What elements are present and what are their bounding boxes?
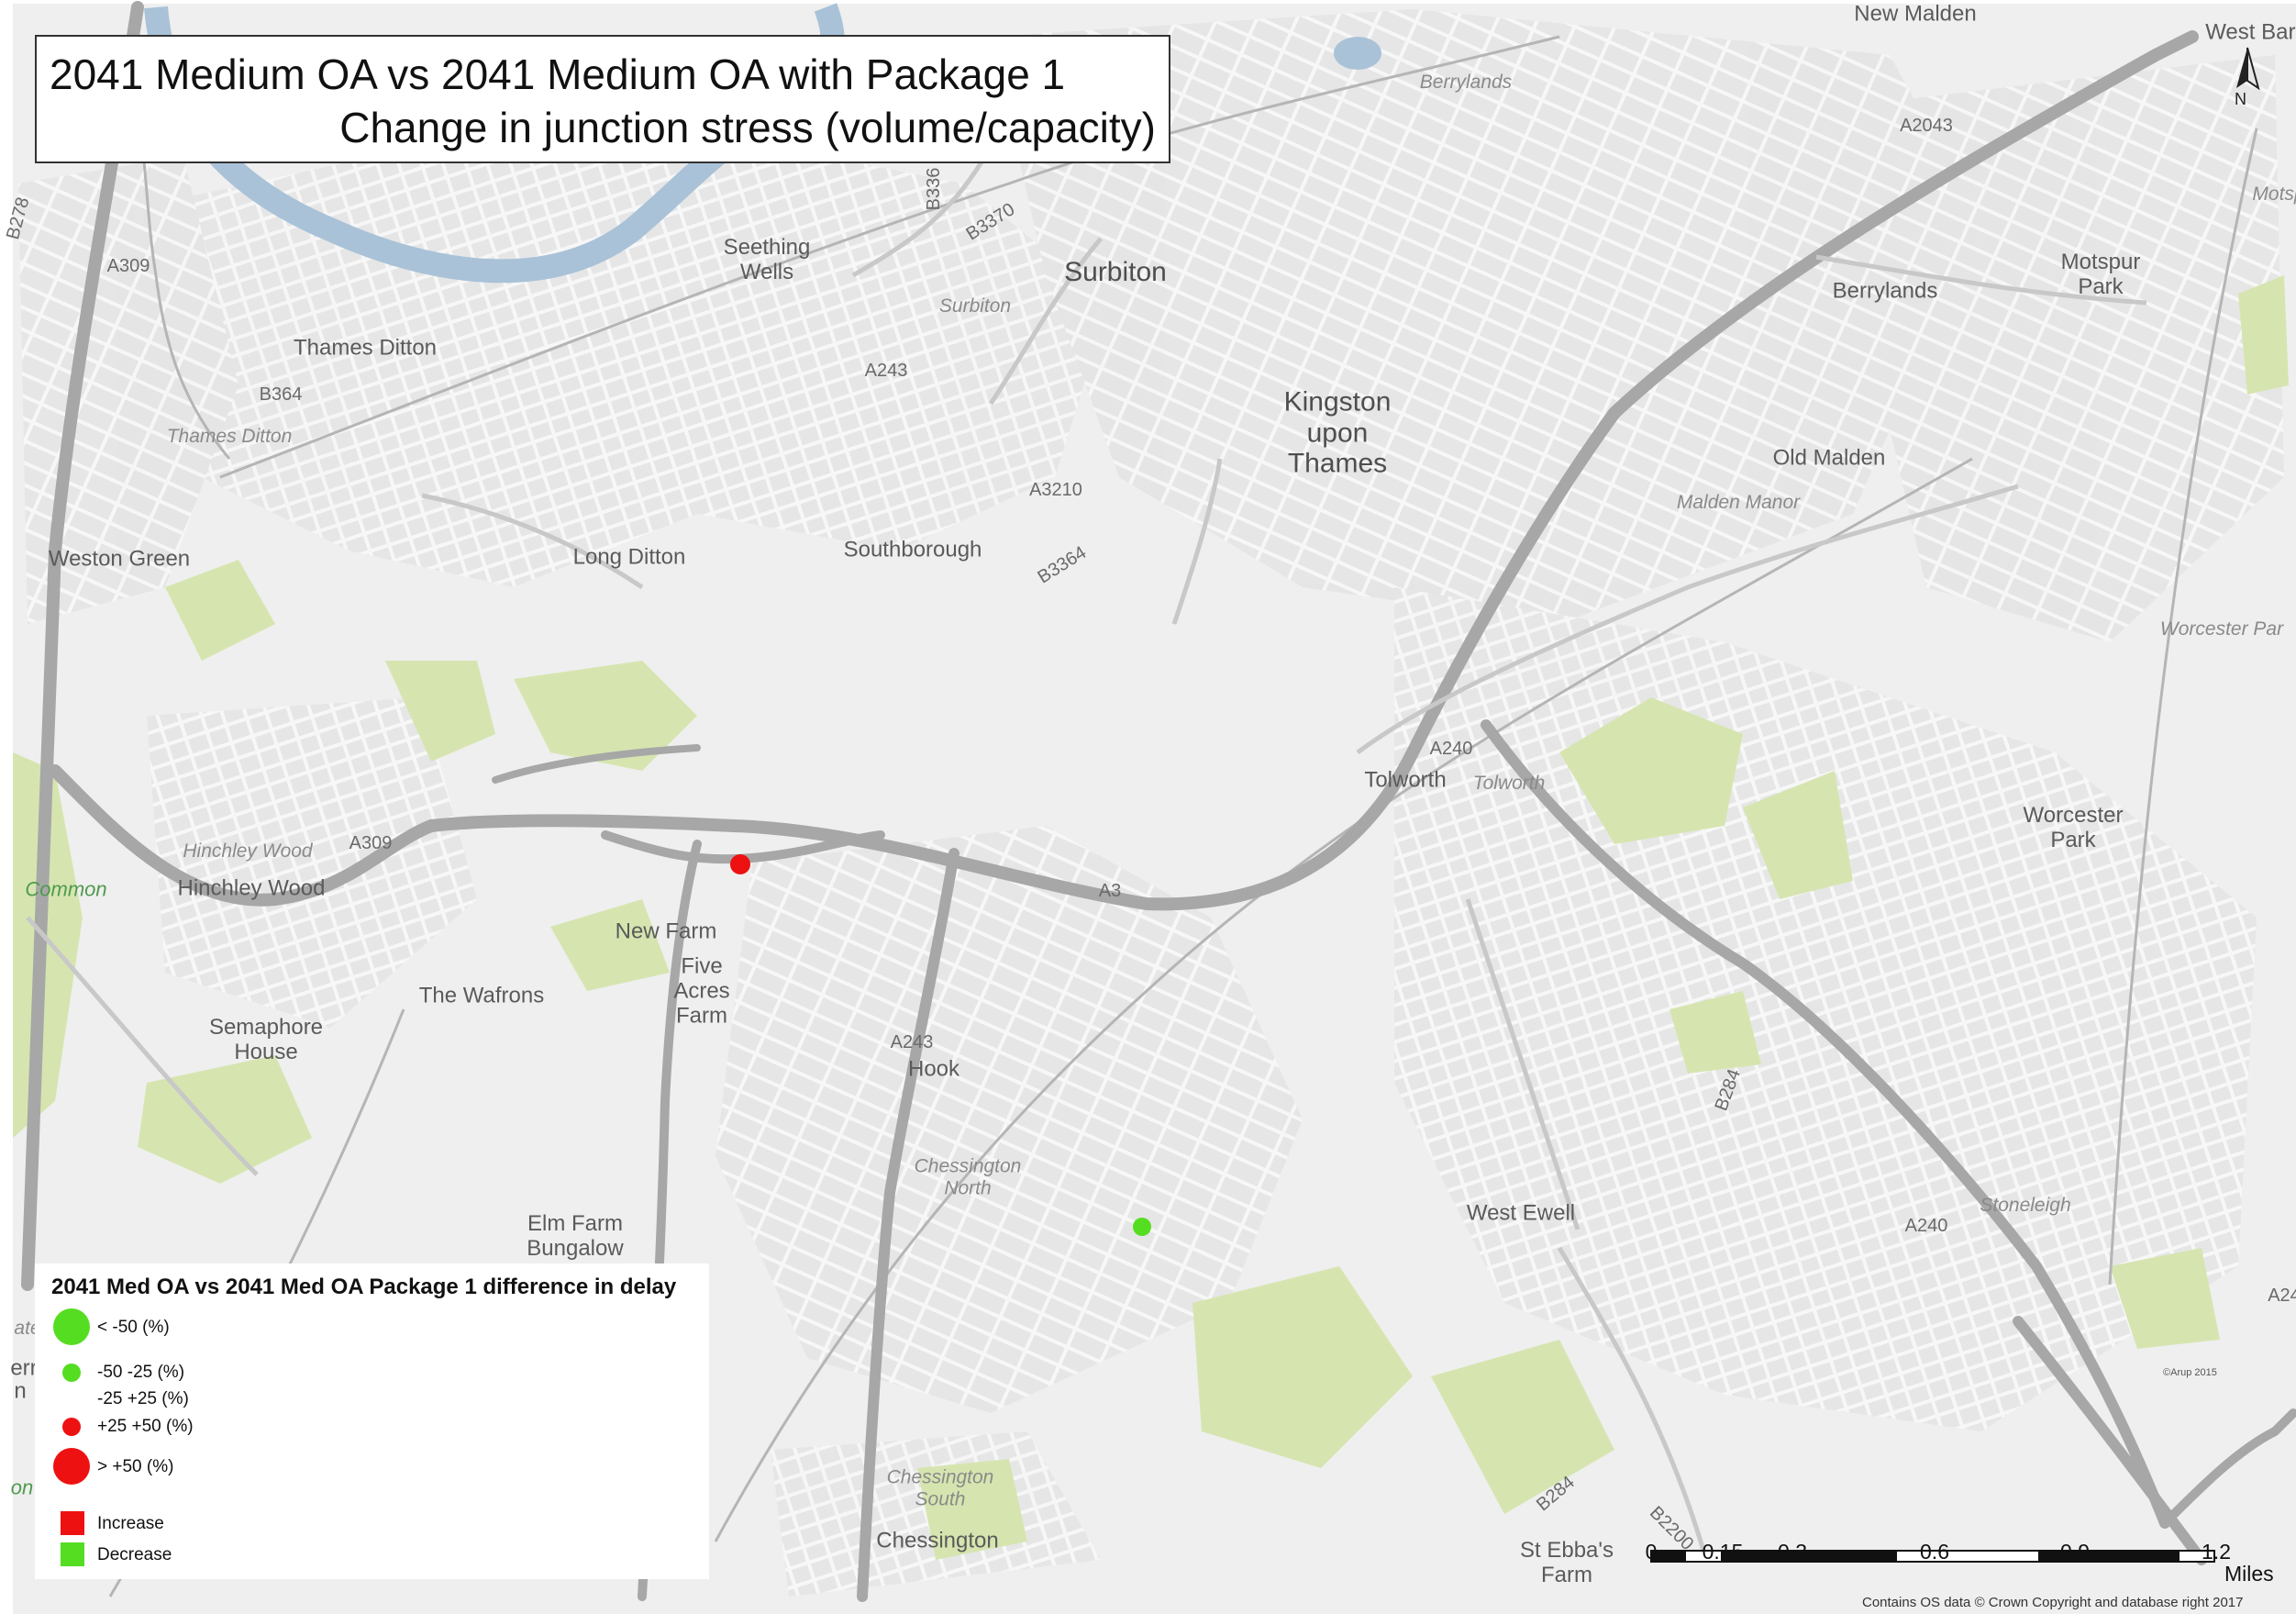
road-label: A3	[1098, 880, 1122, 901]
place-label: Elm Farm Bungalow	[527, 1211, 624, 1261]
north-label: N	[2235, 90, 2246, 108]
place-label: Long Ditton	[572, 544, 686, 570]
road-label: B336	[923, 167, 944, 211]
place-label: ate	[14, 1318, 41, 1340]
scale-tick: 0.3	[1778, 1540, 1807, 1564]
legend-label: < -50 (%)	[97, 1318, 170, 1337]
place-label: Seething Wells	[723, 235, 811, 284]
place-label: New Malden	[1854, 1, 1977, 27]
place-label: Weston Green	[48, 546, 191, 572]
place-label: Hinchley Wood	[183, 840, 313, 863]
arup-credit: ©Arup 2015	[2163, 1367, 2217, 1378]
place-label: Chessington North	[914, 1155, 1022, 1198]
scale-tick: 0.6	[1920, 1540, 1949, 1564]
place-label: The Wafrons	[418, 983, 545, 1008]
legend-symbol-decrease	[61, 1542, 84, 1566]
legend-symbol-small-green	[62, 1364, 81, 1382]
scale-unit: Miles	[2224, 1562, 2274, 1586]
place-label: n	[14, 1378, 27, 1404]
junction-marker-decrease[interactable]	[1133, 1218, 1151, 1236]
legend-symbol-small-red	[62, 1418, 81, 1436]
road-label: A24	[2268, 1285, 2296, 1306]
road-label: A2043	[1900, 115, 1953, 136]
map-title-box: 2041 Medium OA vs 2041 Medium OA with Pa…	[35, 35, 1170, 163]
road-label: A243	[890, 1031, 934, 1052]
north-arrow-icon	[2236, 47, 2260, 91]
place-label: Stoneleigh	[1980, 1195, 2071, 1217]
place-label: New Farm	[615, 918, 717, 944]
junction-marker-increase[interactable]	[730, 854, 750, 874]
legend-label: -25 +25 (%)	[97, 1389, 189, 1408]
green-areas	[13, 275, 2289, 1560]
copyright-notice: Contains OS data © Crown Copyright and d…	[1862, 1595, 2244, 1610]
place-label: West Barn	[2205, 19, 2296, 45]
legend-label: Increase	[97, 1514, 164, 1533]
legend: 2041 Med OA vs 2041 Med OA Package 1 dif…	[35, 1263, 709, 1579]
road-label: A309	[349, 832, 393, 853]
scale-tick: 0.15	[1702, 1540, 1744, 1564]
urban-areas	[18, 9, 2284, 1597]
legend-label: +25 +50 (%)	[97, 1417, 194, 1436]
road-label: A240	[1429, 738, 1473, 759]
map-title: 2041 Medium OA vs 2041 Medium OA with Pa…	[50, 50, 1066, 98]
place-label: Semaphore House	[208, 1015, 324, 1064]
place-label: Surbiton	[938, 295, 1012, 317]
place-label: Kingston upon Thames	[1283, 386, 1392, 479]
place-label: Malden Manor	[1676, 492, 1801, 514]
legend-label: -50 -25 (%)	[97, 1363, 185, 1382]
place-label: Common	[25, 877, 107, 901]
place-label: Worcester Par	[2159, 618, 2284, 640]
place-label: Surbiton	[1064, 257, 1167, 288]
place-label: Tolworth	[1472, 773, 1546, 795]
place-label: on	[10, 1475, 34, 1499]
legend-symbol-large-green	[53, 1308, 90, 1345]
scale-bar	[1650, 1550, 2215, 1563]
legend-symbol-increase	[61, 1511, 84, 1535]
place-label: Old Malden	[1772, 445, 1886, 471]
place-label: Motsp	[2252, 184, 2296, 206]
legend-symbol-large-red	[53, 1448, 90, 1485]
place-label: Worcester Park	[2023, 803, 2124, 852]
road-label: A240	[1904, 1215, 1948, 1236]
legend-label: Decrease	[97, 1545, 172, 1564]
main-roads	[21, 1, 2296, 1602]
place-label: Berrylands	[1419, 72, 1513, 94]
place-label: Southborough	[843, 537, 982, 562]
place-label: Hook	[907, 1056, 960, 1082]
legend-label: > +50 (%)	[97, 1457, 174, 1476]
place-label: Motspur Park	[2060, 250, 2141, 299]
place-label: Thames Ditton	[293, 335, 438, 361]
scale-tick: 0	[1645, 1540, 1658, 1564]
road-label: A3210	[1029, 479, 1082, 500]
place-label: Five Acres Farm	[673, 953, 730, 1029]
road-label: B364	[259, 384, 303, 405]
place-label: Chessington South	[886, 1466, 994, 1509]
secondary-roads	[26, 145, 2147, 1561]
place-label: Hinchley Wood	[177, 875, 326, 901]
place-label: Thames Ditton	[166, 426, 293, 448]
road-label: A309	[106, 255, 150, 276]
place-label: West Ewell	[1466, 1200, 1576, 1226]
place-label: Berrylands	[1832, 278, 1938, 304]
scale-tick: 1.2	[2202, 1540, 2231, 1564]
place-label: St Ebba's Farm	[1520, 1538, 1614, 1587]
legend-title: 2041 Med OA vs 2041 Med OA Package 1 dif…	[51, 1275, 677, 1299]
map-subtitle: Change in junction stress (volume/capaci…	[339, 104, 1156, 151]
place-label: Tolworth	[1364, 767, 1447, 793]
road-label: A243	[864, 360, 908, 381]
place-label: Chessington	[876, 1528, 999, 1553]
scale-tick: 0.9	[2060, 1540, 2090, 1564]
